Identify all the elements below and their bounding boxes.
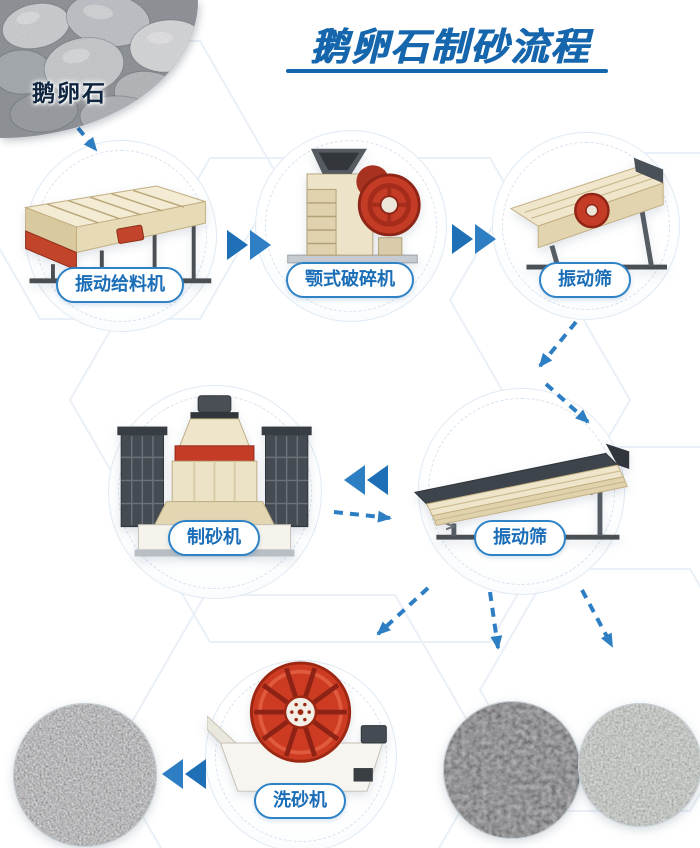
flow-arrow-left-bottom-icon (162, 759, 206, 789)
flow-arrow-right-1-icon (227, 230, 271, 260)
screen-top-label: 振动筛 (539, 262, 631, 298)
crushed-gravel-photo (443, 701, 581, 839)
title-underline (286, 69, 608, 73)
vibrating-screen-mid-illustration (413, 443, 630, 540)
sand-washer-illustration (207, 661, 387, 792)
screen-mid-label: 振动筛 (474, 520, 566, 556)
flow-arrow-right-2-icon (452, 224, 496, 254)
washed-sand-photo (13, 703, 157, 847)
page-title: 鹅卵石制砂流程 (309, 25, 590, 69)
sand-maker-label: 制砂机 (168, 520, 260, 556)
sand-washer-label: 洗砂机 (254, 783, 346, 819)
vibrating-screen-top-illustration (509, 157, 668, 270)
feeder-label: 振动给料机 (56, 267, 184, 303)
jaw-crusher-label: 颚式破碎机 (286, 262, 414, 298)
pebble-label: 鹅卵石 (32, 81, 107, 107)
jaw-crusher-illustration (287, 148, 421, 264)
flow-arrow-left-mid-icon (344, 465, 388, 495)
fine-aggregate-photo (578, 703, 700, 827)
